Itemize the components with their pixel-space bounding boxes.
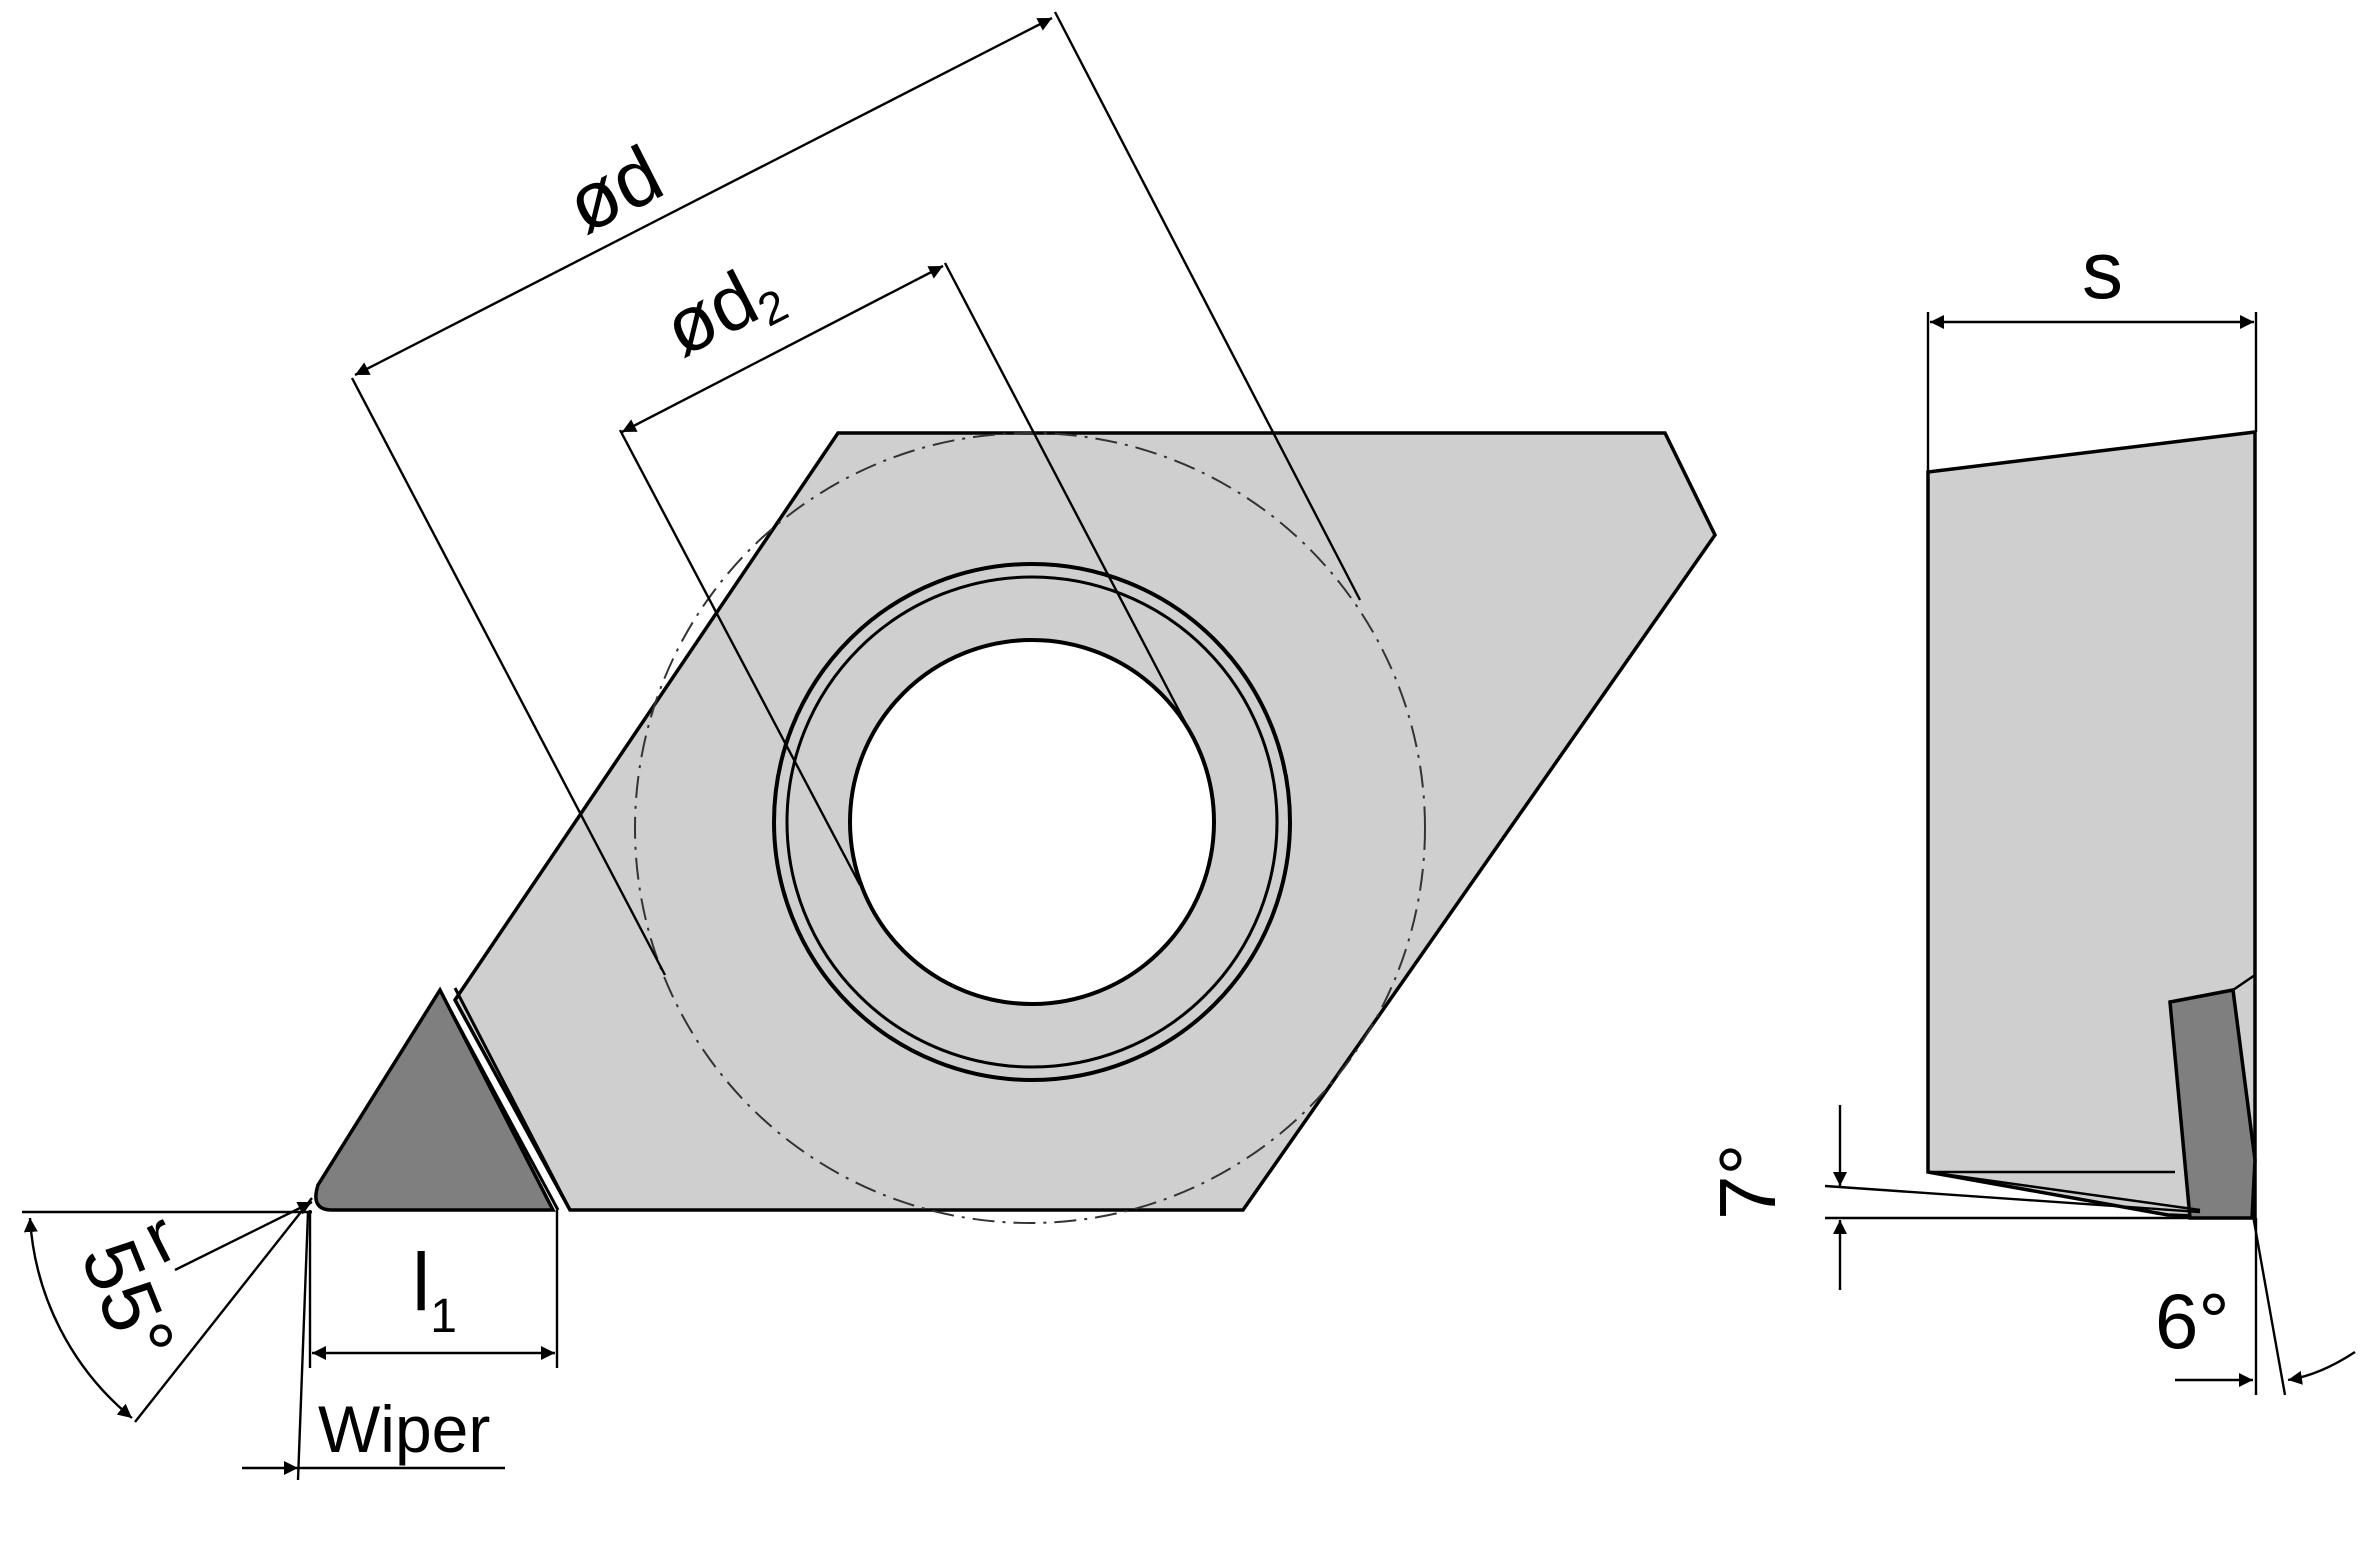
label-od2: ød2 (650, 242, 796, 378)
dimension-s: s (1926, 225, 2258, 472)
label-angle-6: 6° (2155, 1277, 2230, 1365)
tip-braze-line-1 (453, 987, 572, 1211)
dimension-l1: l1 (308, 1210, 559, 1368)
label-angle-7: 7° (1703, 1144, 1792, 1220)
cutting-tip (314, 986, 556, 1212)
dimension-wiper: Wiper (242, 1211, 505, 1481)
dimension-angle-7: 7° (1703, 1105, 2255, 1290)
side-tip-edge (2232, 973, 2256, 992)
side-land-line (1927, 1170, 2201, 1212)
side-tip (2168, 987, 2257, 1220)
center-hole (848, 638, 1216, 1006)
dimension-angle-6: 6° (2155, 1209, 2356, 1396)
inscribed-circle (634, 432, 1426, 1224)
label-l1: l1 (412, 1237, 457, 1343)
label-od: ød (552, 128, 676, 250)
insert-side-view (1926, 430, 2257, 1220)
label-wiper: Wiper (318, 1392, 490, 1466)
insert-top-view (314, 431, 1718, 1224)
counterbore-inner-ring (785, 575, 1279, 1069)
label-s: s (2082, 225, 2123, 316)
counterbore-outer-ring (772, 562, 1292, 1082)
